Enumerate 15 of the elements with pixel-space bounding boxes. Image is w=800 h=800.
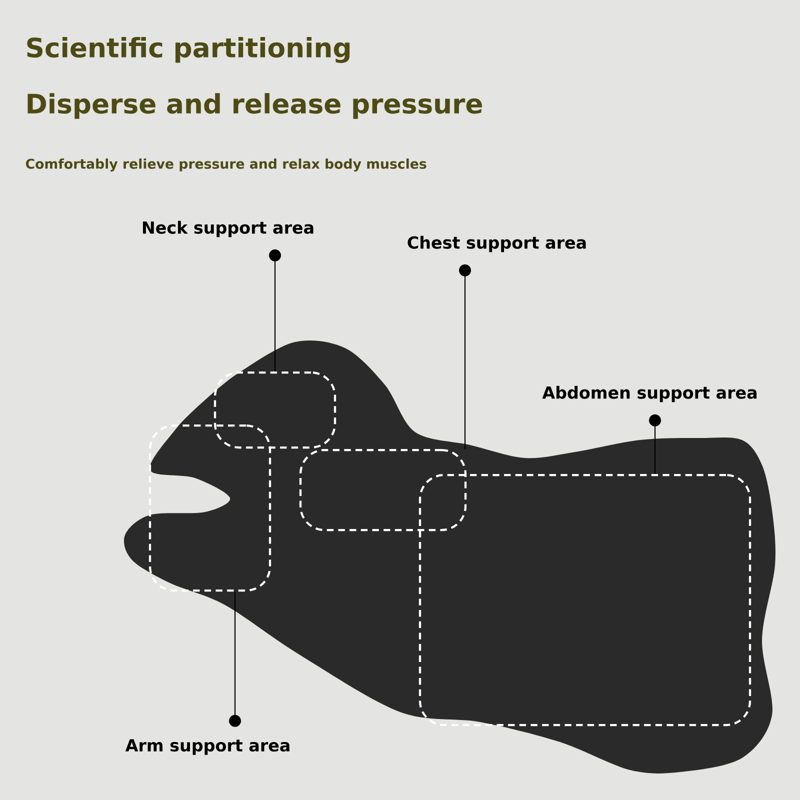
leader-line <box>649 414 661 474</box>
support-zone <box>148 424 272 592</box>
callout-label: Abdomen support area <box>542 386 757 402</box>
support-zone <box>418 474 752 726</box>
leader-line <box>269 249 281 372</box>
support-zone <box>299 448 467 532</box>
leader-line <box>459 264 471 449</box>
callout-label: Arm support area <box>125 739 290 755</box>
support-zone <box>214 371 336 449</box>
callout-label: Chest support area <box>408 236 586 252</box>
subtitle: Disperse and release pressure <box>28 93 482 119</box>
tagline: Comfortably relieve pressure and relax body muscles <box>26 158 426 172</box>
leader-line <box>229 592 241 727</box>
title: Scientific partitioning <box>27 37 350 63</box>
callout-label: Neck support area <box>142 220 314 238</box>
